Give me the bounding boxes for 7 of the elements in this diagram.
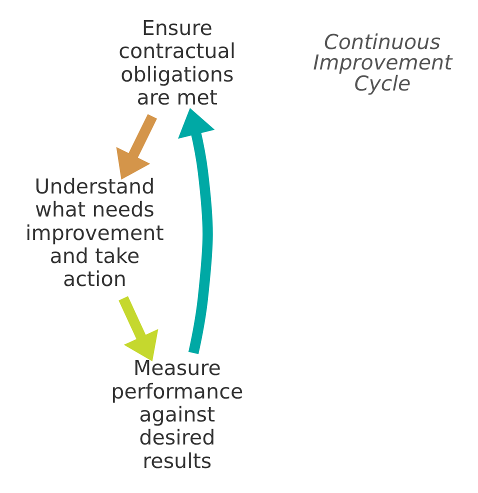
node-text: Understand what needs improvement and take action: [26, 174, 164, 292]
arrow: [178, 108, 215, 354]
arrow: [116, 114, 158, 180]
node-text: Measure performance against desired results: [111, 356, 244, 473]
label: Continuous Improvement Cycle: [313, 30, 452, 96]
node-text: Ensure contractual obligations are met: [118, 16, 236, 110]
arrow: [118, 296, 158, 362]
